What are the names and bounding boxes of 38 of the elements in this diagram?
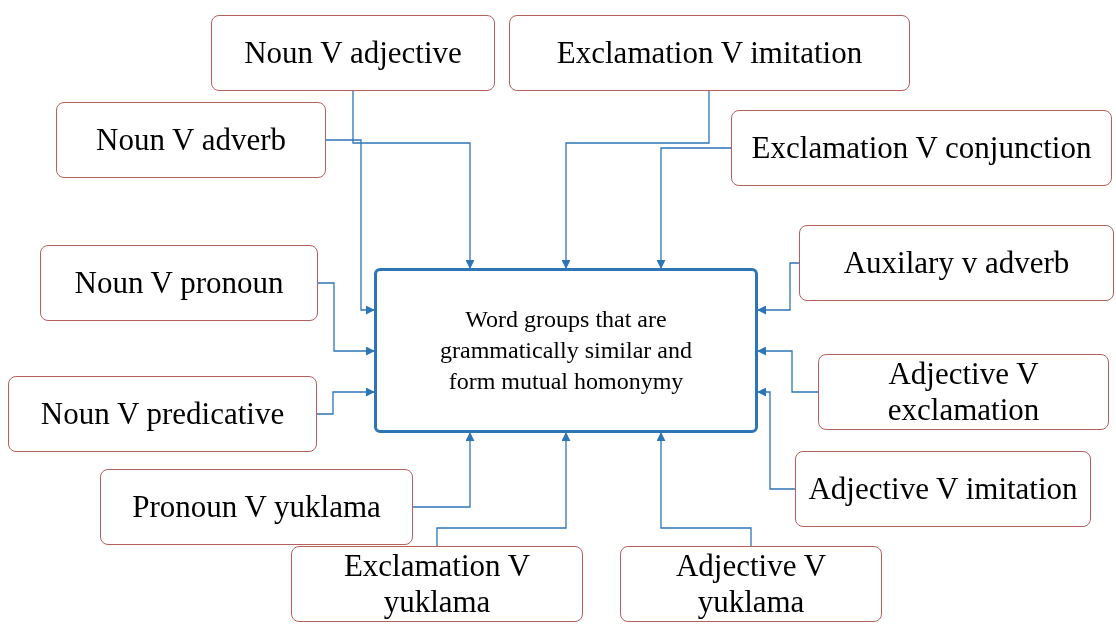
category-box (211, 15, 495, 91)
box-label: Noun V predicative (40, 396, 285, 432)
box-label: Exclamation V imitation (556, 35, 863, 71)
category-box (795, 451, 1091, 527)
box-label: Exclamation V yuklama (342, 548, 532, 620)
arrow (757, 346, 819, 393)
arrow (352, 90, 475, 269)
arrow (757, 262, 800, 315)
category-box (8, 376, 317, 452)
arrow (412, 432, 475, 508)
category-box (799, 225, 1114, 301)
box-label: Auxilary v adverb (843, 245, 1070, 281)
box-label: Adjective V yuklama (674, 548, 828, 620)
category-box (291, 546, 583, 622)
category-box (100, 469, 413, 545)
arrow (656, 147, 732, 269)
arrow (561, 90, 710, 269)
arrow (317, 282, 375, 356)
box-label: Pronoun V yuklama (132, 489, 381, 525)
box-label: Word groups that are grammatically similar and form mutual homonymy (439, 304, 693, 397)
arrow (316, 387, 375, 415)
category-box (731, 110, 1112, 186)
category-box (56, 102, 326, 178)
category-box (818, 354, 1109, 430)
box-label: Exclamation V conjunction (751, 130, 1092, 166)
box-label: Adjective V imitation (808, 471, 1078, 507)
box-label: Noun V adverb (96, 122, 286, 158)
category-box (509, 15, 910, 91)
central-box (374, 268, 758, 433)
category-box (620, 546, 882, 622)
arrow (436, 432, 571, 547)
arrow (325, 139, 375, 315)
box-label: Adjective V exclamation (886, 356, 1041, 428)
arrow (757, 387, 796, 490)
category-box (40, 245, 318, 321)
box-label: Noun V adjective (244, 35, 462, 71)
arrow (656, 432, 752, 547)
box-label: Noun V pronoun (74, 265, 284, 301)
